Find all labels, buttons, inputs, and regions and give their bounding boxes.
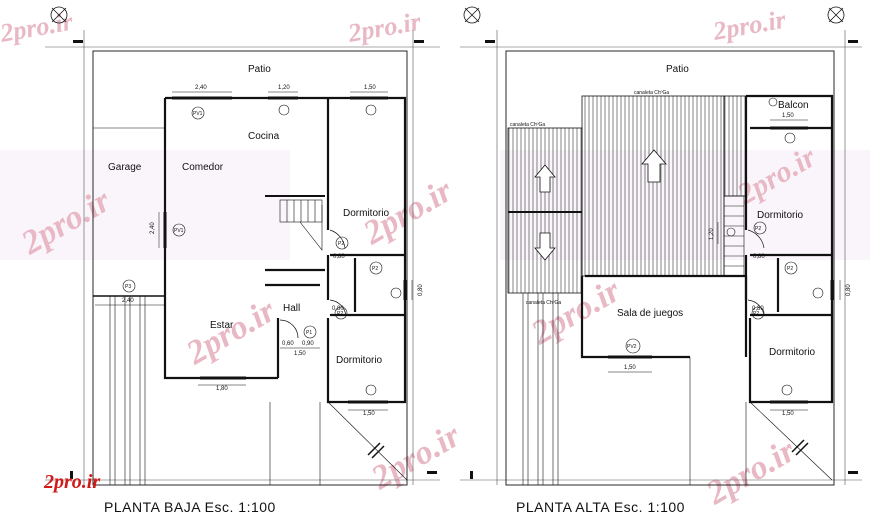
dimension-label: 0,80 bbox=[752, 306, 764, 312]
room-sala-de-juegos: Sala de juegos bbox=[617, 308, 683, 319]
planta-alta-title: PLANTA ALTA Esc. 1:100 bbox=[516, 499, 685, 515]
room-dormitorio: Dormitorio bbox=[343, 208, 390, 219]
dimension-label: 1,20 bbox=[278, 85, 290, 91]
watermark: 2pro.ir bbox=[710, 5, 789, 47]
tag-p2: P2 bbox=[787, 266, 793, 272]
room-dormitorio: Dormitorio bbox=[336, 355, 383, 366]
north-arrow-icon bbox=[463, 6, 481, 24]
axis-markers bbox=[470, 40, 858, 479]
logo-text: 2pro.ir bbox=[43, 471, 100, 493]
planta-baja-title: PLANTA BAJA Esc. 1:100 bbox=[104, 499, 276, 515]
tag-pv1: PV1 bbox=[174, 228, 184, 234]
lot-boundary bbox=[505, 50, 835, 486]
stair bbox=[265, 195, 325, 251]
door-swings bbox=[279, 229, 347, 339]
reference-markers bbox=[625, 97, 824, 396]
dimension-label: 0,90 bbox=[302, 341, 314, 347]
tag-pv2: PV2 bbox=[627, 344, 637, 350]
planta-alta bbox=[460, 6, 862, 486]
grid-axes bbox=[45, 30, 440, 485]
watermark: 2pro.ir bbox=[345, 7, 424, 49]
dimension-label: 2,40 bbox=[195, 85, 207, 91]
dimension-label: 1,50 bbox=[782, 411, 794, 417]
reference-markers bbox=[122, 104, 402, 396]
room-patio: Patio bbox=[248, 64, 271, 75]
tag-p2: P2 bbox=[337, 311, 343, 317]
dimension-lines bbox=[95, 91, 413, 411]
grid-axes bbox=[460, 30, 862, 485]
room-garage: Garage bbox=[108, 162, 142, 173]
dimension-label: 0,80 bbox=[333, 254, 345, 260]
tag-p1: P1 bbox=[306, 330, 312, 336]
windows bbox=[608, 126, 834, 404]
room-cocina: Cocina bbox=[248, 131, 280, 142]
dimension-label: 2,40 bbox=[150, 222, 156, 234]
tag-p2: P2 bbox=[753, 311, 759, 317]
windows bbox=[163, 96, 407, 404]
planta-baja-labels: Patio Garage Comedor Cocina Dormitorio H… bbox=[104, 64, 424, 515]
dimension-label: 0,80 bbox=[753, 254, 765, 260]
site-logo: 2pro.ir bbox=[43, 471, 100, 493]
planta-alta-labels: Patio Balcon Dormitorio Sala de juegos D… bbox=[510, 64, 852, 515]
tag-p2: P2 bbox=[372, 266, 378, 272]
lot-boundary bbox=[92, 50, 408, 486]
room-dormitorio: Dormitorio bbox=[757, 210, 804, 221]
room-estar: Estar bbox=[210, 320, 234, 331]
background-tint bbox=[0, 150, 290, 260]
entrance-marker bbox=[367, 442, 385, 459]
dimension-label: 1,50 bbox=[363, 411, 375, 417]
stair bbox=[723, 195, 745, 277]
room-dormitorio: Dormitorio bbox=[769, 347, 816, 358]
dimension-label: 0,80 bbox=[418, 284, 424, 296]
roof-left bbox=[507, 127, 583, 294]
tag-p3: P3 bbox=[125, 284, 131, 290]
roof-center bbox=[581, 95, 725, 277]
watermark: 2pro.ir bbox=[700, 432, 803, 513]
dimension-label: 0,80 bbox=[332, 306, 344, 312]
dimension-label: 1,50 bbox=[294, 351, 306, 357]
gutter-label: canaleta ChºGa bbox=[634, 90, 669, 96]
watermark: 2pro.ir bbox=[180, 292, 283, 373]
room-balcon: Balcon bbox=[778, 100, 809, 111]
dimension-label: 1,50 bbox=[624, 365, 636, 371]
planta-baja bbox=[45, 6, 440, 486]
room-patio: Patio bbox=[666, 64, 689, 75]
axis-markers bbox=[70, 40, 437, 479]
dimension-label: 0,80 bbox=[846, 284, 852, 296]
dimension-label: 1,50 bbox=[364, 85, 376, 91]
dimension-label: 1,20 bbox=[709, 228, 715, 240]
dimension-label: 0,60 bbox=[282, 341, 294, 347]
slope-arrow-icon bbox=[534, 149, 667, 261]
tag-p2: P2 bbox=[755, 226, 761, 232]
dimension-lines bbox=[608, 119, 841, 411]
north-arrow-icon bbox=[827, 6, 845, 24]
tag-pv1: PV1 bbox=[193, 111, 203, 117]
room-hall: Hall bbox=[283, 303, 300, 314]
watermark: 2pro.ir bbox=[0, 7, 76, 49]
north-arrow-icon bbox=[50, 6, 68, 24]
gutter-label: canaleta ChºGa bbox=[526, 300, 561, 306]
gutter-label: canaleta ChºGa bbox=[510, 122, 545, 128]
entrance-marker bbox=[791, 439, 809, 456]
roof-right bbox=[723, 95, 747, 197]
tag-p2: P2 bbox=[338, 241, 344, 247]
dimension-label: 1,80 bbox=[216, 386, 228, 392]
room-comedor: Comedor bbox=[182, 162, 224, 173]
dimension-label: 2,40 bbox=[122, 298, 134, 304]
column-lines bbox=[522, 293, 833, 485]
garage-lines bbox=[93, 127, 408, 485]
dimension-label: 1,50 bbox=[782, 113, 794, 119]
